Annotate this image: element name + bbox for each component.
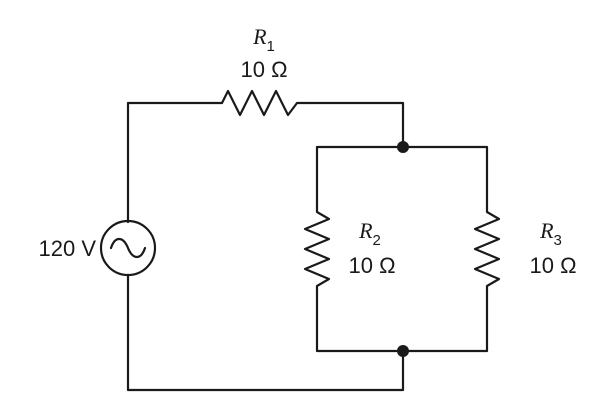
r3-value-label: 10 Ω [529, 253, 576, 278]
bottom-junction-dot-icon [397, 345, 409, 357]
wires [126, 101, 489, 392]
r3-name-label: R3 [539, 218, 562, 249]
wire-r1-to-top-node [306, 101, 405, 149]
wire-bottom-return [126, 273, 405, 392]
r1-value-label: 10 Ω [240, 57, 287, 82]
resistor-r1-icon [212, 89, 310, 117]
source-circle [99, 219, 157, 277]
r1-name-label: R1 [252, 24, 275, 55]
source-voltage-label: 120 V [39, 236, 97, 261]
top-junction-dot-icon [397, 141, 409, 153]
wire-bottom-branch [315, 291, 489, 353]
wire-source-to-r1 [126, 101, 216, 224]
r2-name-label: R2 [358, 218, 381, 249]
sine-wave-icon [109, 237, 147, 259]
ac-voltage-source-icon [99, 219, 157, 277]
r2-value-label: 10 Ω [348, 253, 395, 278]
resistor-r3-icon [473, 205, 501, 295]
resistor-r2-icon [303, 205, 331, 295]
wire-top-branch [315, 145, 489, 209]
